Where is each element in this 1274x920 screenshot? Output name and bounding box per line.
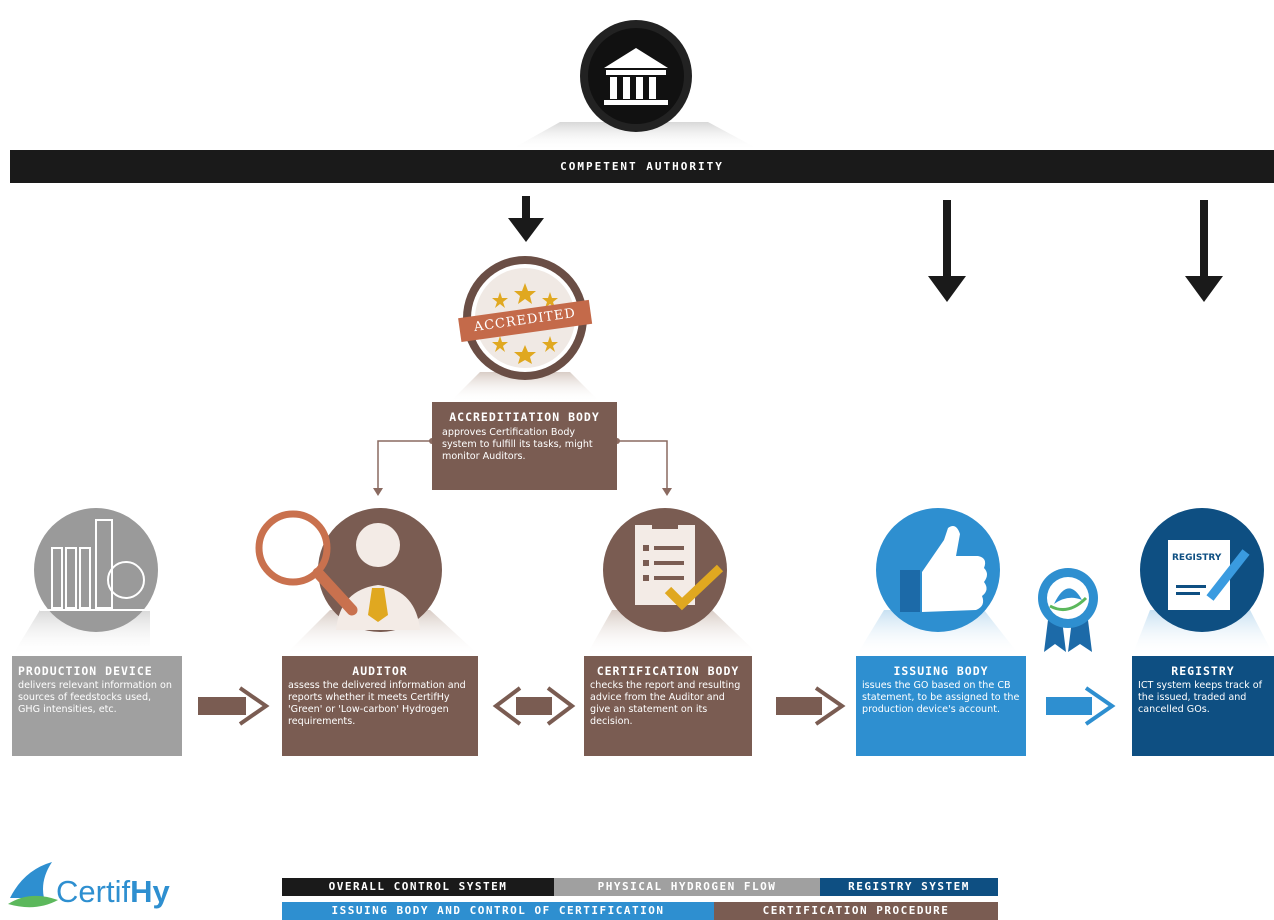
certification-body-desc: checks the report and resulting advice f…: [590, 680, 741, 727]
magnifier-icon: [255, 510, 358, 616]
auditor-icon: [318, 508, 442, 632]
down-arrow-icon: [508, 196, 1223, 302]
issuing-body-box: ISSUING BODY issues the GO based on the …: [856, 656, 1026, 756]
flow-arrow-icon: [1046, 686, 1116, 726]
issuing-body-desc: issues the GO based on the CB statement,…: [862, 680, 1020, 715]
production-device-box: PRODUCTION DEVICE delivers relevant info…: [12, 656, 182, 756]
legend-registry-system: REGISTRY SYSTEM: [820, 878, 998, 896]
clipboard-check-icon: [603, 508, 727, 632]
registry-title: REGISTRY: [1171, 664, 1235, 678]
legend-overall-control: OVERALL CONTROL SYSTEM: [282, 878, 554, 896]
flow-arrow-icon: [198, 686, 846, 726]
certifhy-logo-part2: Hy: [130, 874, 170, 909]
legend-physical-flow: PHYSICAL HYDROGEN FLOW: [554, 878, 820, 896]
auditor-title: AUDITOR: [352, 664, 408, 678]
authority-label: COMPETENT AUTHORITY: [560, 160, 724, 173]
production-device-desc: delivers relevant information on sources…: [18, 680, 172, 715]
registry-box: REGISTRY ICT system keeps track of the i…: [1132, 656, 1274, 756]
auditor-desc: assess the delivered information and rep…: [288, 680, 466, 727]
issuing-body-title: ISSUING BODY: [893, 664, 989, 678]
bank-icon: [580, 20, 692, 132]
registry-document-text: REGISTRY: [1172, 553, 1222, 563]
accreditation-body-box: ACCREDITIATION BODY approves Certificati…: [432, 402, 617, 490]
certification-body-title: CERTIFICATION BODY: [596, 664, 740, 678]
auditor-box: AUDITOR assess the delivered information…: [282, 656, 478, 756]
registry-document-icon: [1140, 508, 1264, 632]
certifhy-logo: CertifHy: [56, 874, 170, 910]
certifhy-logo-part1: Certif: [56, 874, 131, 909]
certifhy-logo-icon: [8, 862, 58, 908]
authority-bar: [10, 150, 1274, 183]
accreditation-body-title: ACCREDITIATION BODY: [449, 410, 600, 424]
accreditation-body-desc: approves Certification Body system to fu…: [442, 427, 593, 462]
certification-body-box: CERTIFICATION BODY checks the report and…: [584, 656, 752, 756]
registry-desc: ICT system keeps track of the issued, tr…: [1138, 680, 1263, 715]
accredited-badge-icon: [458, 256, 593, 380]
rosette-icon: [1038, 568, 1098, 652]
legend-issuing-control: ISSUING BODY AND CONTROL OF CERTIFICATIO…: [282, 902, 714, 920]
legend-certification-procedure: CERTIFICATION PROCEDURE: [714, 902, 998, 920]
production-device-title: PRODUCTION DEVICE: [18, 664, 153, 678]
thumbs-up-icon: [876, 508, 1000, 632]
connector-lines: [377, 440, 668, 490]
factory-icon: [34, 508, 158, 632]
